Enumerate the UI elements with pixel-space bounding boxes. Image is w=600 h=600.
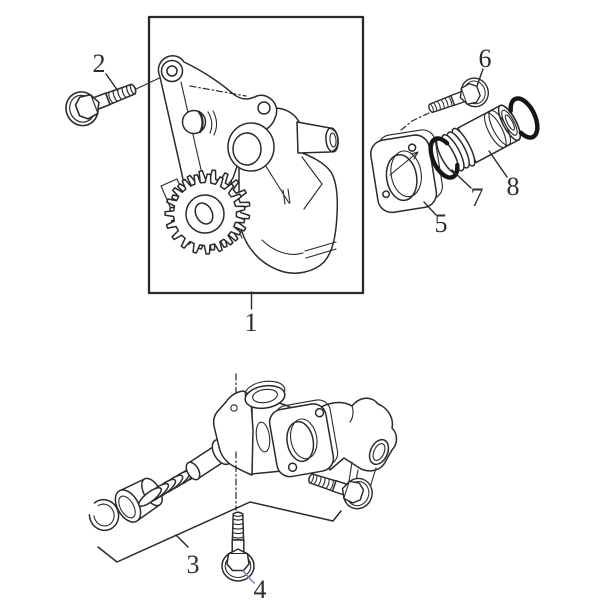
retaining-clip-inner bbox=[93, 503, 115, 527]
part-label-8[interactable]: 8 bbox=[507, 172, 520, 201]
bolt6-centerline bbox=[399, 112, 430, 132]
valve-cap-face bbox=[114, 489, 142, 523]
part-3-bracket bbox=[97, 501, 342, 563]
stub-end-cap bbox=[325, 127, 339, 153]
part-label-6[interactable]: 6 bbox=[479, 44, 492, 73]
part-8-tube bbox=[435, 104, 521, 175]
stub-end-hole bbox=[329, 132, 337, 148]
valve-top-bore bbox=[252, 388, 278, 404]
part-label-2[interactable]: 2 bbox=[93, 49, 106, 78]
part-3-valve-assembly bbox=[88, 373, 398, 563]
leader-line-5 bbox=[423, 201, 437, 216]
valve-front-port bbox=[255, 421, 271, 453]
elbow-mouth bbox=[368, 438, 390, 466]
part-label-4[interactable]: 4 bbox=[254, 575, 267, 600]
bolt-path-arrow bbox=[389, 151, 419, 176]
part-8-snap-ring bbox=[508, 96, 540, 140]
leader-line-2 bbox=[105, 73, 119, 92]
pump-boss-bore bbox=[232, 132, 262, 166]
elbow-mouth-inner bbox=[372, 443, 386, 461]
bracket-centerline bbox=[189, 85, 247, 97]
retaining-clip bbox=[88, 498, 120, 532]
valve-ear-hole bbox=[230, 404, 238, 412]
middle-hole-shading bbox=[197, 110, 204, 134]
bracket-ear-hole-outer bbox=[160, 59, 184, 83]
leader-line-6 bbox=[476, 68, 484, 87]
plunger-face bbox=[185, 461, 201, 481]
pump-outlet-stub bbox=[296, 121, 339, 154]
bracket-ear-hole bbox=[166, 65, 178, 77]
leader-line-7 bbox=[451, 169, 472, 189]
part-label-1[interactable]: 1 bbox=[245, 308, 258, 337]
part-label-3[interactable]: 3 bbox=[187, 550, 200, 579]
valve-flange bbox=[268, 399, 339, 478]
leader-line-4 bbox=[242, 570, 255, 584]
leader-line-8 bbox=[488, 150, 508, 178]
part-4-bolt bbox=[221, 511, 255, 582]
part-label-7[interactable]: 7 bbox=[471, 183, 484, 212]
part-1-boundary-box bbox=[147, 15, 365, 295]
bracket-middle-hole bbox=[181, 109, 207, 135]
part-1-pump-assembly bbox=[133, 15, 365, 295]
part-label-5[interactable]: 5 bbox=[435, 209, 448, 238]
part-5-flange bbox=[370, 129, 443, 214]
gear-shaft-hole bbox=[194, 202, 214, 225]
spring-coil bbox=[138, 487, 162, 507]
part-2-bolt bbox=[60, 71, 143, 132]
part-7-snap-ring bbox=[428, 136, 460, 180]
valve-cap-face-inner bbox=[118, 495, 136, 519]
pump-body-details bbox=[261, 156, 337, 259]
part-3-tick bbox=[175, 534, 189, 548]
bracket-right-hole bbox=[257, 101, 271, 115]
middle-hole-hatch bbox=[207, 110, 218, 136]
